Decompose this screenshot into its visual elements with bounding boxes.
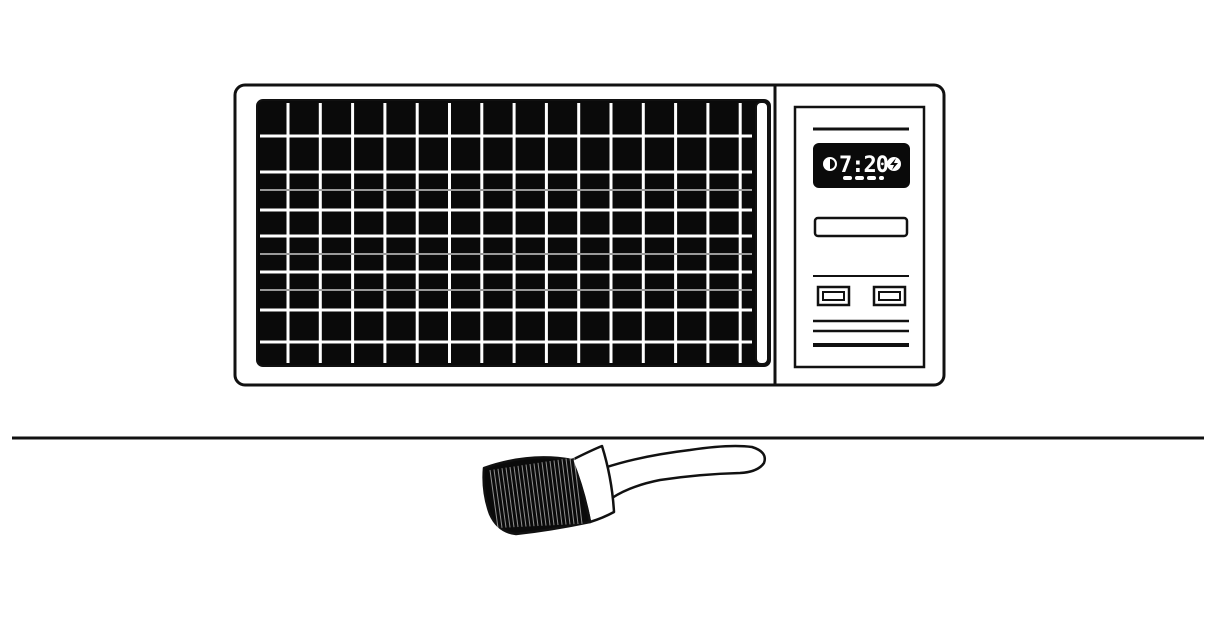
grille-side-handle xyxy=(755,101,769,365)
bristle-stroke xyxy=(493,469,503,528)
bristle-lines xyxy=(489,457,583,529)
bristle-stroke xyxy=(505,467,515,528)
panel-button-right[interactable] xyxy=(872,285,907,307)
bristle-stroke xyxy=(521,465,531,527)
bristle-stroke xyxy=(501,468,511,528)
vent-grille xyxy=(256,99,771,367)
bristle-stroke xyxy=(537,462,547,526)
air-conditioner: 7:20 xyxy=(233,83,946,387)
bristle-stroke xyxy=(569,457,579,525)
grille-bars xyxy=(260,103,752,363)
bristle-stroke xyxy=(517,465,527,527)
panel-vent-lines xyxy=(813,319,909,347)
bristle-stroke xyxy=(545,461,555,526)
bristle-stroke xyxy=(529,463,539,527)
lightning-icon xyxy=(887,157,901,171)
bristle-stroke xyxy=(549,460,559,526)
bristle-stroke xyxy=(561,459,571,525)
display-readout: 7:20 xyxy=(839,153,888,178)
bristle-stroke xyxy=(513,466,523,527)
bristle-stroke xyxy=(525,464,535,527)
bristle-stroke xyxy=(553,460,563,525)
bristle-stroke xyxy=(565,458,575,525)
brush-bristles xyxy=(482,456,592,536)
digital-display: 7:20 xyxy=(813,143,910,188)
bristle-stroke xyxy=(497,468,507,528)
brush-handle xyxy=(602,444,766,500)
bristle-stroke xyxy=(489,469,499,529)
control-panel: 7:20 xyxy=(793,105,926,369)
bristle-stroke xyxy=(557,459,567,525)
display-indicator-dots xyxy=(843,176,884,180)
half-moon-icon xyxy=(823,157,837,171)
panel-button-left[interactable] xyxy=(816,285,851,307)
bristle-stroke xyxy=(541,462,551,526)
display-screen xyxy=(813,143,910,188)
bristle-stroke xyxy=(573,457,583,524)
bristle-stroke xyxy=(509,466,519,528)
brush-icon xyxy=(482,444,766,536)
bristle-stroke xyxy=(533,463,543,526)
panel-slot xyxy=(813,216,909,238)
